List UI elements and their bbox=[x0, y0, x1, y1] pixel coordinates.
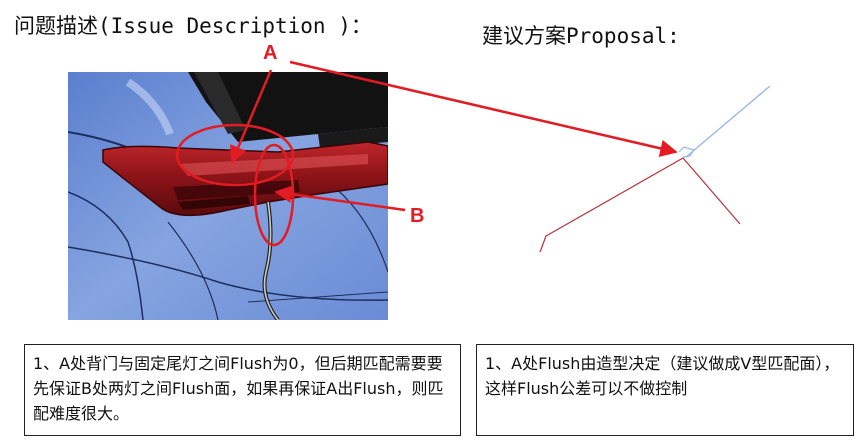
proposal-v-profile bbox=[539, 85, 771, 253]
issue-note-box: 1、A处背门与固定尾灯之间Flush为0，但后期匹配需要要先保证B处两灯之间Fl… bbox=[24, 344, 461, 436]
tail-lamp-photo bbox=[68, 72, 388, 320]
issue-note-text: 1、A处背门与固定尾灯之间Flush为0，但后期匹配需要要先保证B处两灯之间Fl… bbox=[33, 354, 444, 423]
proposal-note-text: 1、A处Flush由造型决定（建议做成V型匹配面），这样Flush公差可以不做控… bbox=[485, 354, 840, 398]
proposal-heading: 建议方案Proposal: bbox=[482, 24, 680, 48]
proposal-note-box: 1、A处Flush由造型决定（建议做成V型匹配面），这样Flush公差可以不做控… bbox=[476, 344, 854, 436]
issue-description-heading: 问题描述(Issue Description )： bbox=[14, 14, 372, 38]
callout-label-a: A bbox=[263, 42, 278, 64]
callout-label-b: B bbox=[410, 205, 425, 227]
